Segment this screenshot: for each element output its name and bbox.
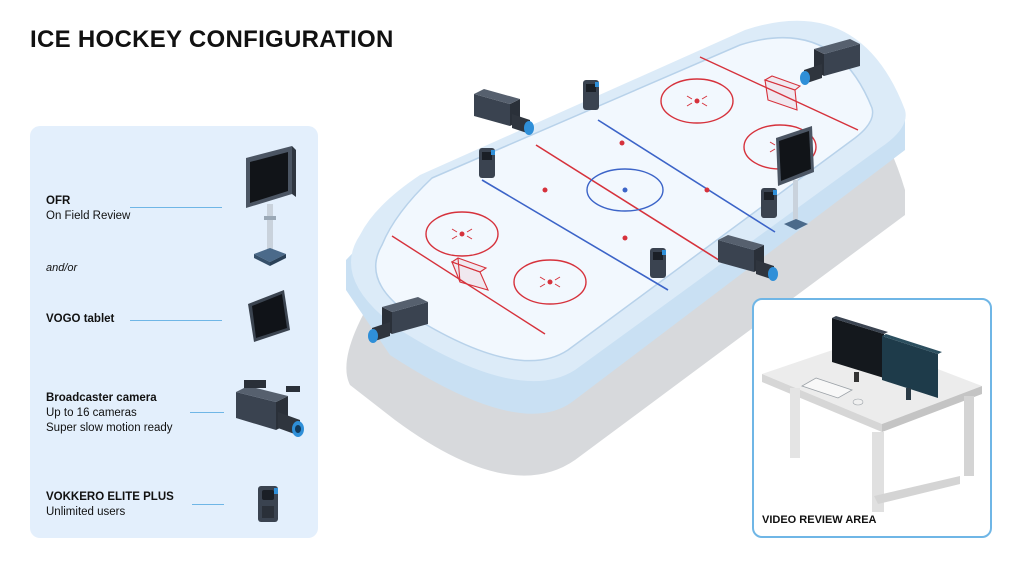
broadcast-camera-icon [800, 39, 860, 85]
goal-line-right [699, 56, 859, 131]
legend-item-vokkero: VOKKERO ELITE PLUS Unlimited users [46, 490, 174, 520]
camera-line1: Up to 16 cameras [46, 407, 137, 419]
andor-text: and/or [46, 262, 78, 274]
hockey-goal-icon [450, 257, 489, 291]
broadcast-camera-icon [236, 380, 304, 437]
center-circle [586, 168, 664, 212]
radio-device-icon [650, 248, 666, 278]
ofr-subtitle: On Field Review [46, 210, 131, 222]
monitor-stand-icon [246, 146, 296, 266]
camera-connector-line [190, 412, 224, 413]
broadcast-camera-icon [368, 297, 428, 343]
faceoff-circle-right-top [660, 78, 734, 124]
camera-title: Broadcaster camera [46, 392, 157, 404]
tablet-title: VOGO tablet [46, 313, 115, 325]
blue-line-left [481, 179, 669, 291]
monitor-stand-icon [776, 126, 814, 230]
video-review-area: VIDEO REVIEW AREA [752, 298, 992, 538]
legend-item-ofr: OFR On Field Review [46, 194, 130, 224]
center-red-line [535, 144, 723, 263]
review-area-label: VIDEO REVIEW AREA [762, 514, 877, 526]
ofr-connector-line [130, 207, 222, 208]
broadcast-camera-icon [718, 235, 778, 281]
vokkero-subtitle: Unlimited users [46, 506, 126, 518]
radio-device-icon [583, 80, 599, 110]
desk-workstation-icon [762, 316, 982, 512]
tablet-icon [248, 290, 290, 342]
blue-line-right [597, 119, 776, 233]
faceoff-circle-left-top [425, 211, 499, 257]
hockey-goal-icon [763, 75, 802, 111]
broadcast-camera-icon [474, 89, 534, 135]
legend-item-camera: Broadcaster camera Up to 16 cameras Supe… [46, 391, 173, 436]
radio-device-icon [258, 486, 278, 522]
legend-panel: OFR On Field Review and/or VOGO tablet B… [30, 126, 318, 538]
radio-device-icon [761, 188, 777, 218]
legend-item-tablet: VOGO tablet [46, 312, 114, 327]
ofr-title: OFR [46, 195, 71, 207]
vokkero-title: VOKKERO ELITE PLUS [46, 491, 174, 503]
radio-device-icon [479, 148, 495, 178]
vokkero-connector-line [192, 504, 224, 505]
tablet-connector-line [130, 320, 222, 321]
page-title: ICE HOCKEY CONFIGURATION [30, 26, 394, 53]
camera-line2: Super slow motion ready [46, 422, 173, 434]
faceoff-circle-left-bottom [513, 259, 587, 305]
